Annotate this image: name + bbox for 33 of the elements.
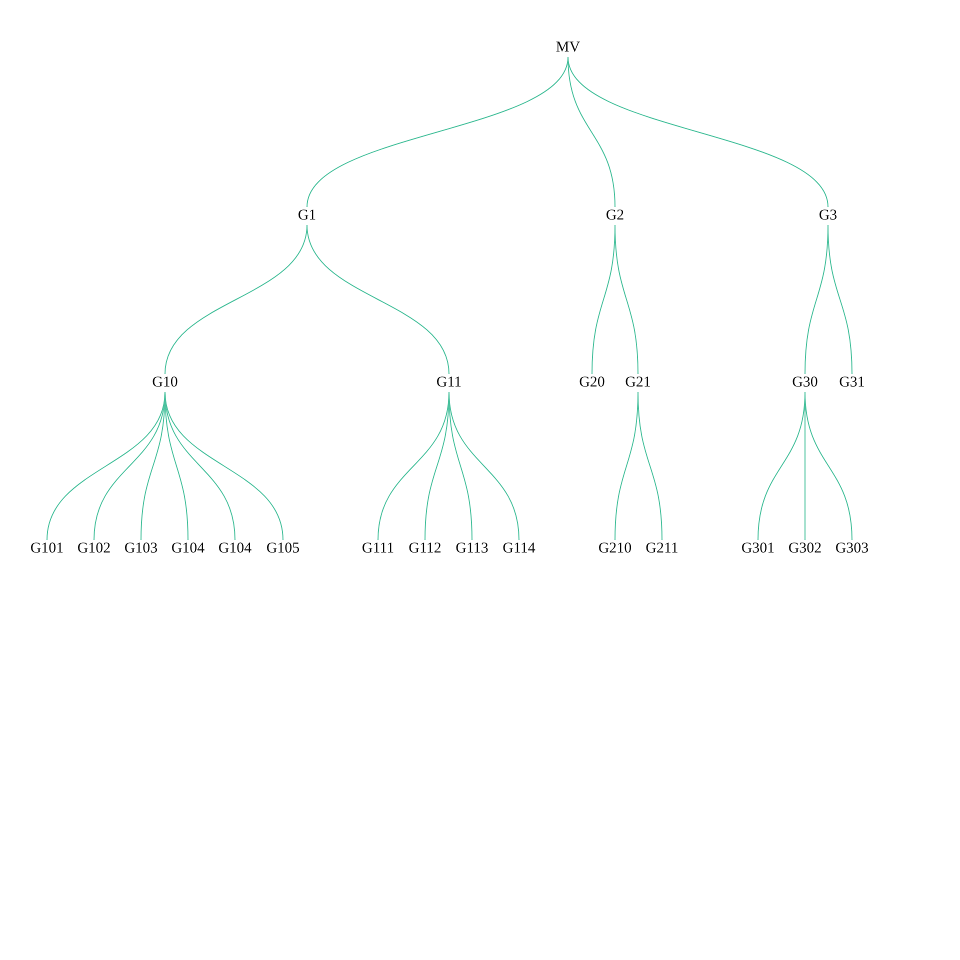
node-label: G112 — [408, 540, 442, 558]
node-label: G102 — [77, 540, 111, 558]
node-label: G301 — [741, 540, 775, 558]
connector-line — [638, 392, 662, 540]
connector-line — [804, 392, 852, 540]
node-label: G11 — [436, 374, 462, 392]
connector-line — [828, 224, 852, 374]
connector-line — [614, 224, 638, 374]
node-label: MV — [556, 40, 580, 56]
node-label: G31 — [839, 374, 865, 392]
connector-line — [448, 392, 520, 540]
node-label: G3 — [818, 208, 838, 224]
node-label: G10 — [152, 374, 178, 392]
node-label: G303 — [835, 540, 869, 558]
connector-line — [164, 392, 284, 540]
node-label: G1 — [298, 208, 316, 224]
node-label: G20 — [579, 374, 605, 392]
node-label: G101 — [30, 540, 64, 558]
node-label: G114 — [502, 540, 536, 558]
node-label: G21 — [625, 374, 651, 392]
node-label: G113 — [456, 540, 488, 558]
connector-line — [568, 56, 828, 208]
node-label: G2 — [606, 208, 624, 224]
node-label: G30 — [792, 374, 818, 392]
node-label: G210 — [598, 540, 632, 558]
node-label: G104 — [218, 540, 252, 558]
node-label: G104 — [171, 540, 205, 558]
node-label: G105 — [266, 540, 300, 558]
node-label: G111 — [362, 540, 394, 558]
node-label: G211 — [646, 540, 678, 558]
connector-line — [306, 224, 450, 374]
node-label: G302 — [788, 540, 822, 558]
node-label: G103 — [124, 540, 158, 558]
